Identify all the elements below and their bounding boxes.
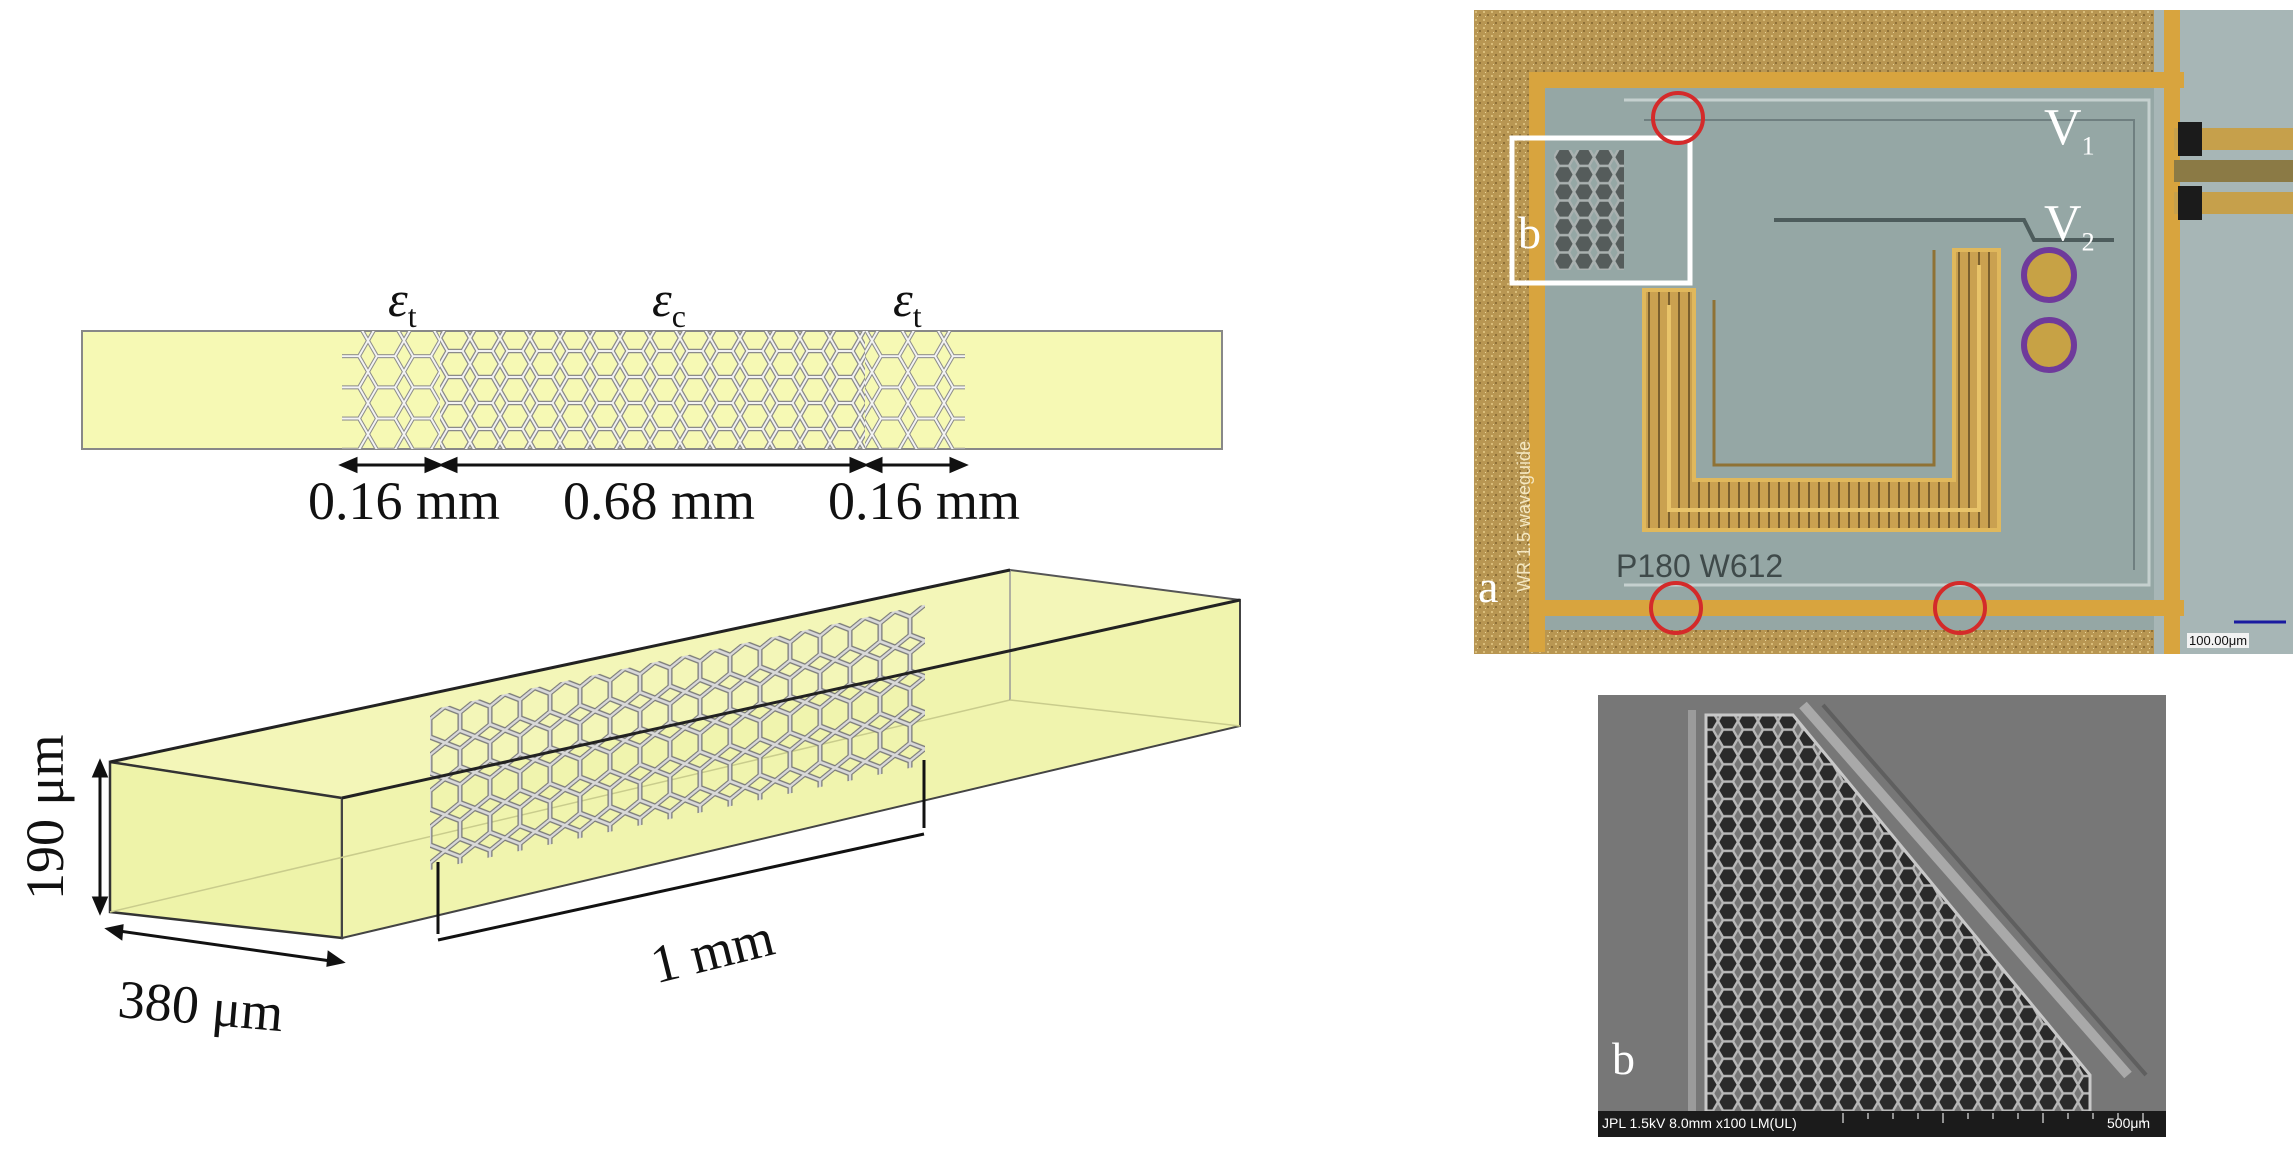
chip-id-text: P180 W612 [1616,548,1784,584]
photo-b-sem-image [1598,695,2166,1137]
hex-section-right [865,331,965,449]
defect-circles [1649,91,1987,635]
dimension-arrows [338,456,969,474]
photo-a-inset-label: b [1518,207,1541,258]
hex-section-left [342,331,440,449]
hex-slab [430,604,925,870]
dimension-label-center: 0.68 mm [563,471,756,531]
comb-filter [1642,248,2001,532]
photo-b-panel-label: b [1612,1033,1635,1084]
photo-a-scale-text: 100.00μm [2187,633,2250,648]
epsilon-c-label: εc [652,271,686,335]
epsilon-t-left-label: εt [388,271,417,335]
hex-section-center [440,331,865,449]
dimension-label-left: 0.16 mm [308,471,501,531]
height-dimension-label: 190 μm [15,734,75,900]
sem-info-text: JPL 1.5kV 8.0mm x100 LM(UL) [1602,1115,1797,1131]
photo-a-micrograph [1474,10,2293,654]
v1-label: V1 [2044,99,2095,161]
photo-a-panel-label: a [1478,561,1499,612]
via-contacts [2021,247,2077,373]
width-dimension-label: 380 μm [115,968,286,1044]
waveguide-3d-box [91,568,1241,967]
box-dimension-lines [91,758,926,967]
waveguide-side-text: WR 1.5 waveguide [1514,440,1534,592]
epsilon-t-right-label: εt [893,271,922,335]
photo-b-scale-text: 500μm [2107,1115,2151,1131]
inset-box-b [1509,135,1693,286]
waveguide-strip-diagram [81,330,1223,474]
dimension-label-right: 0.16 mm [828,471,1021,531]
v2-label: V2 [2044,195,2095,257]
